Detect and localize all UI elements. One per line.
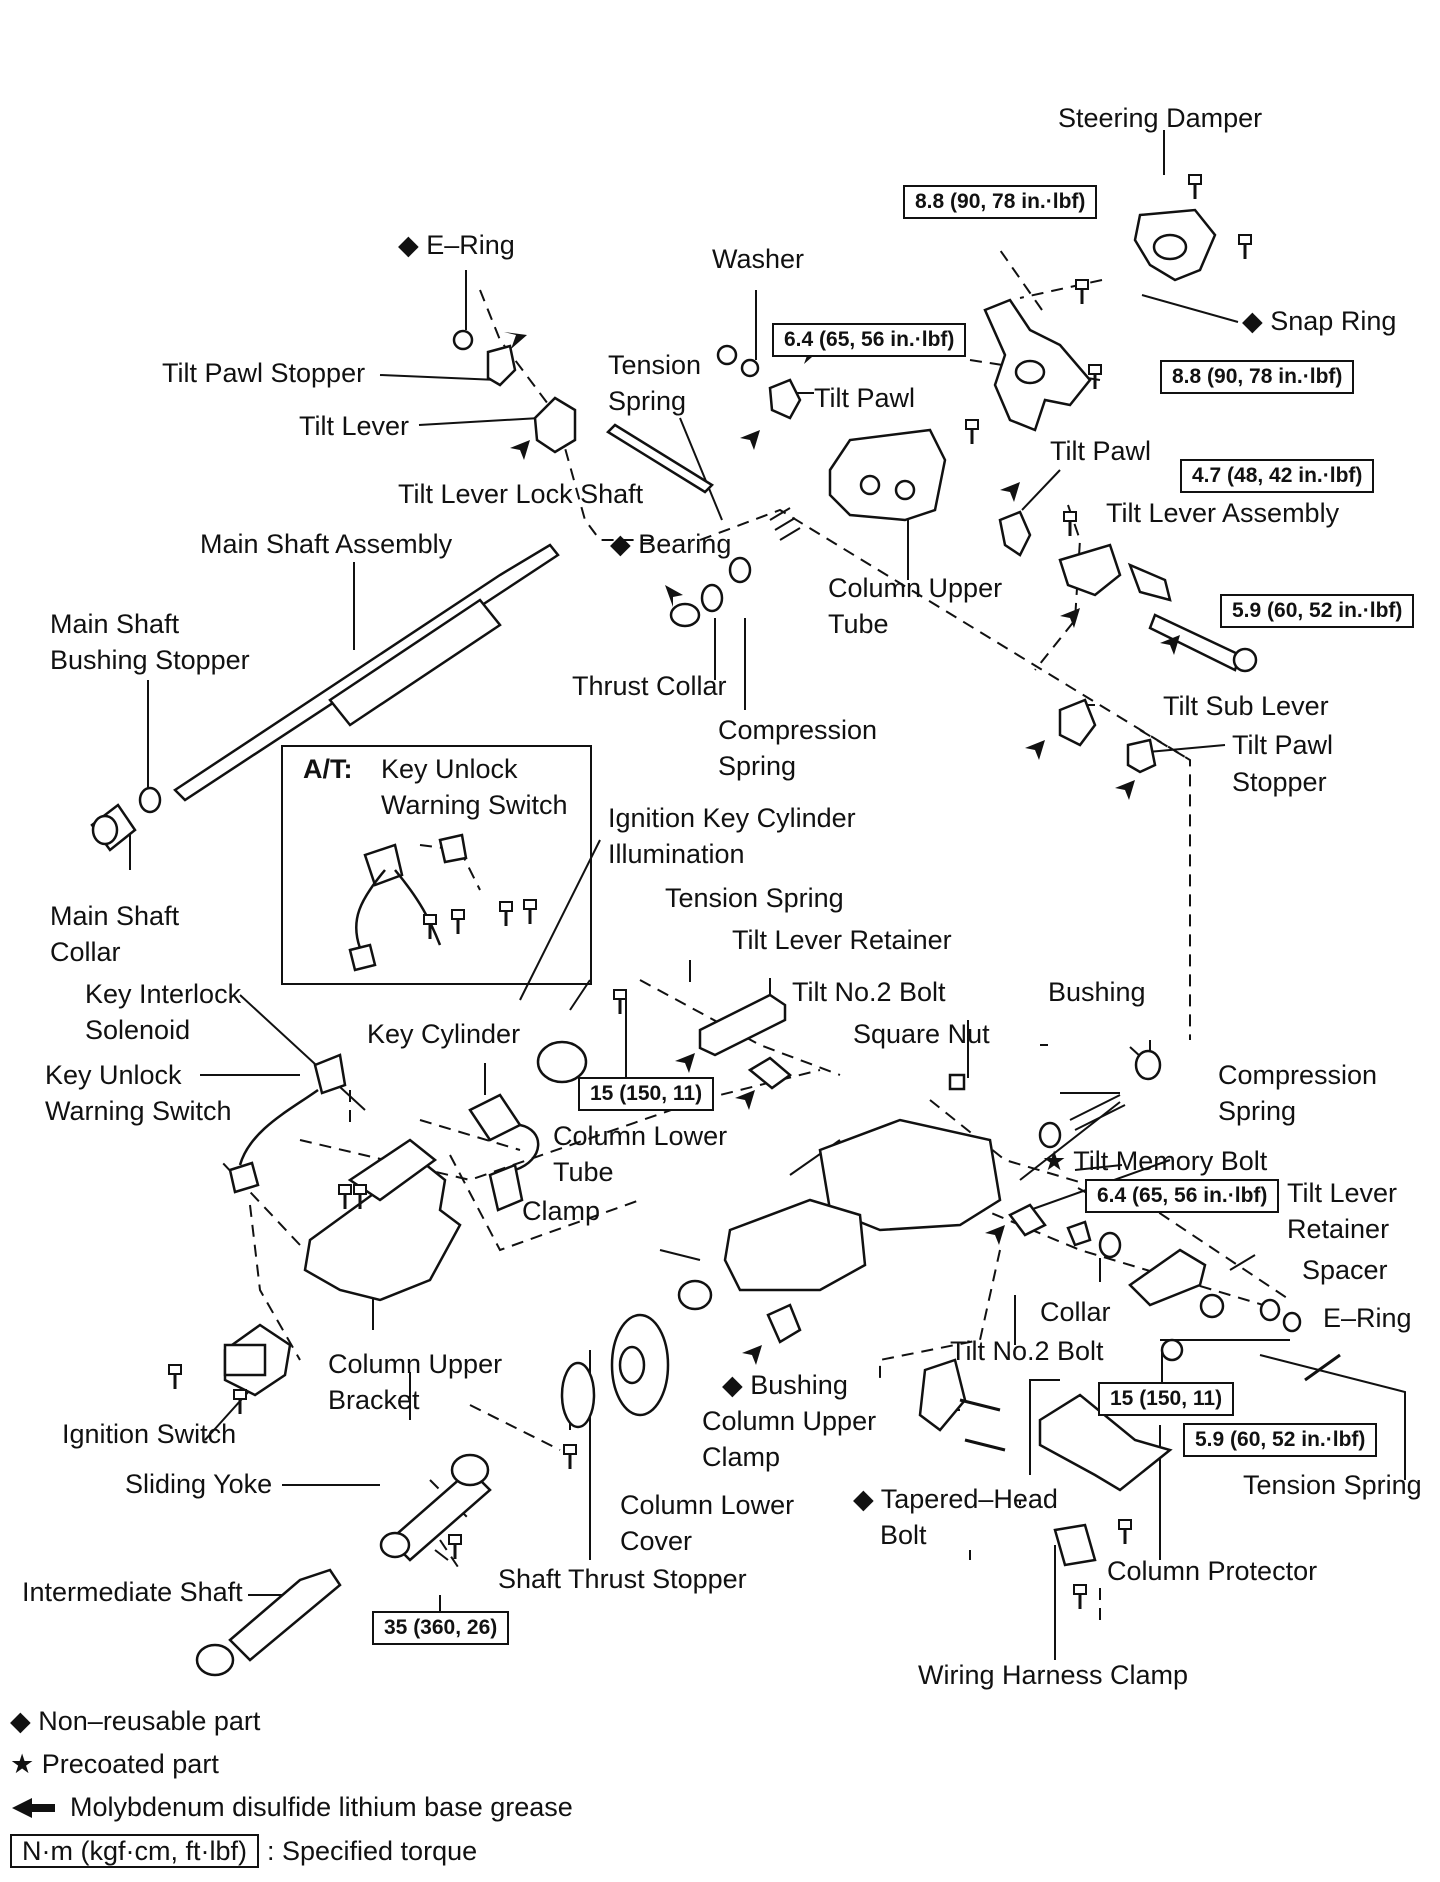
label-compression-spring-right-1: Compression — [1218, 1060, 1378, 1090]
label-bushing-low: ◆ Bushing — [722, 1370, 848, 1400]
label-bearing: ◆ Bearing — [610, 529, 732, 559]
label-main-shaft-collar-2: Collar — [50, 937, 121, 967]
label-main-shaft-bushing-stopper-1: Main Shaft — [50, 609, 180, 639]
label-e-ring-top: ◆ E–Ring — [398, 230, 515, 260]
torque-box-8: 15 (150, 11) — [1098, 1382, 1235, 1416]
label-tension-spring-mid: Tension Spring — [665, 883, 844, 913]
label-main-shaft-assembly: Main Shaft Assembly — [200, 529, 453, 559]
label-tilt-pawl-stopper-right-1: Tilt Pawl — [1232, 730, 1334, 760]
label-spacer: Spacer — [1302, 1255, 1388, 1285]
label-tension-spring-top-2: Spring — [608, 386, 687, 416]
torque-box-1: 8.8 (90, 78 in.·lbf) — [903, 185, 1098, 219]
label-ignition-key-illum-1: Ignition Key Cylinder — [608, 803, 856, 833]
label-key-unlock-warning-switch-2: Warning Switch — [45, 1096, 232, 1126]
torque-box-7: 6.4 (65, 56 in.·lbf) — [1085, 1179, 1280, 1213]
legend-torque: N·m (kgf·cm, ft·lbf): Specified torque — [10, 1833, 477, 1869]
label-compression-spring-right-2: Spring — [1218, 1096, 1297, 1126]
label-column-lower-cover-2: Cover — [620, 1526, 693, 1556]
label-column-protector: Column Protector — [1107, 1556, 1318, 1586]
label-bushing-right: Bushing — [1048, 977, 1146, 1007]
label-compression-spring-top-2: Spring — [718, 751, 797, 781]
label-shaft-thrust-stopper: Shaft Thrust Stopper — [498, 1564, 747, 1594]
label-main-shaft-bushing-stopper-2: Bushing Stopper — [50, 645, 250, 675]
label-tension-spring-right: Tension Spring — [1243, 1470, 1422, 1500]
label-collar: Collar — [1040, 1297, 1111, 1327]
label-column-lower-cover-1: Column Lower — [620, 1490, 795, 1520]
label-tapered-head-bolt-2: Bolt — [880, 1520, 927, 1550]
label-key-cylinder: Key Cylinder — [367, 1019, 521, 1049]
legend-torque-key: N·m (kgf·cm, ft·lbf) — [10, 1834, 259, 1868]
label-tilt-memory-bolt: ★ Tilt Memory Bolt — [1042, 1146, 1268, 1176]
label-tilt-pawl-top: Tilt Pawl — [814, 383, 916, 413]
label-column-upper-bracket-1: Column Upper — [328, 1349, 503, 1379]
label-thrust-collar: Thrust Collar — [572, 671, 727, 701]
label-inset-at: A/T: — [303, 754, 353, 784]
label-tilt-pawl-stopper-right-2: Stopper — [1232, 767, 1327, 797]
label-key-unlock-warning-switch-1: Key Unlock — [45, 1060, 182, 1090]
legend-grease: Molybdenum disulfide lithium base grease — [70, 1792, 573, 1822]
label-column-upper-tube-1: Column Upper — [828, 573, 1003, 603]
label-tilt-sub-lever: Tilt Sub Lever — [1163, 691, 1329, 721]
grease-arrow-icon — [504, 332, 1180, 1365]
legend-grease-arrow-icon — [12, 1798, 55, 1818]
label-main-shaft-collar-1: Main Shaft — [50, 901, 180, 931]
label-ignition-switch: Ignition Switch — [62, 1419, 237, 1449]
label-tapered-head-bolt-1: ◆ Tapered–Head — [853, 1484, 1058, 1514]
legend-torque-desc: : Specified torque — [266, 1836, 478, 1866]
label-column-upper-clamp-2: Clamp — [702, 1442, 781, 1472]
label-key-interlock-solenoid-2: Solenoid — [85, 1015, 191, 1045]
label-tension-spring-top-1: Tension — [608, 350, 702, 380]
torque-box-3: 8.8 (90, 78 in.·lbf) — [1160, 360, 1355, 394]
label-clamp: Clamp — [522, 1196, 601, 1226]
label-key-interlock-solenoid-1: Key Interlock — [85, 979, 242, 1009]
label-tilt-lever-lock-shaft: Tilt Lever Lock Shaft — [398, 479, 644, 509]
label-inset-title-2: Warning Switch — [381, 790, 568, 820]
torque-box-2: 6.4 (65, 56 in.·lbf) — [772, 323, 967, 357]
label-column-lower-tube-2: Tube — [553, 1157, 614, 1187]
label-tilt-lever-retainer-right-1: Tilt Lever — [1287, 1178, 1398, 1208]
label-compression-spring-top-1: Compression — [718, 715, 878, 745]
torque-box-6: 15 (150, 11) — [578, 1077, 715, 1111]
label-tilt-no2-bolt-low: Tilt No.2 Bolt — [950, 1336, 1104, 1366]
label-column-upper-tube-2: Tube — [828, 609, 889, 639]
label-tilt-pawl-right: Tilt Pawl — [1050, 436, 1152, 466]
label-sliding-yoke: Sliding Yoke — [125, 1469, 273, 1499]
torque-box-4: 4.7 (48, 42 in.·lbf) — [1180, 459, 1375, 493]
label-snap-ring: ◆ Snap Ring — [1242, 306, 1397, 336]
label-wiring-harness-clamp: Wiring Harness Clamp — [918, 1660, 1189, 1690]
at-inset-box — [281, 745, 592, 985]
legend-precoated: ★ Precoated part — [10, 1749, 219, 1779]
label-tilt-lever-retainer-mid: Tilt Lever Retainer — [732, 925, 952, 955]
label-tilt-pawl-stopper-top: Tilt Pawl Stopper — [162, 358, 366, 388]
torque-box-5: 5.9 (60, 52 in.·lbf) — [1220, 594, 1415, 628]
label-column-lower-tube-1: Column Lower — [553, 1121, 728, 1151]
label-inset-title-1: Key Unlock — [381, 754, 518, 784]
label-steering-damper: Steering Damper — [1058, 103, 1263, 133]
label-tilt-no2-bolt-mid: Tilt No.2 Bolt — [792, 977, 946, 1007]
label-tilt-lever-retainer-right-2: Retainer — [1287, 1214, 1390, 1244]
label-tilt-lever-assembly: Tilt Lever Assembly — [1106, 498, 1340, 528]
torque-box-9: 5.9 (60, 52 in.·lbf) — [1183, 1423, 1378, 1457]
label-ignition-key-illum-2: Illumination — [608, 839, 745, 869]
label-column-upper-bracket-2: Bracket — [328, 1385, 420, 1415]
label-tilt-lever: Tilt Lever — [299, 411, 410, 441]
label-intermediate-shaft: Intermediate Shaft — [22, 1577, 243, 1607]
legend-non-reusable: ◆ Non–reusable part — [10, 1706, 261, 1736]
label-e-ring-right: E–Ring — [1323, 1303, 1412, 1333]
torque-box-10: 35 (360, 26) — [372, 1611, 510, 1645]
label-washer: Washer — [712, 244, 805, 274]
label-square-nut: Square Nut — [853, 1019, 990, 1049]
label-column-upper-clamp-1: Column Upper — [702, 1406, 877, 1436]
